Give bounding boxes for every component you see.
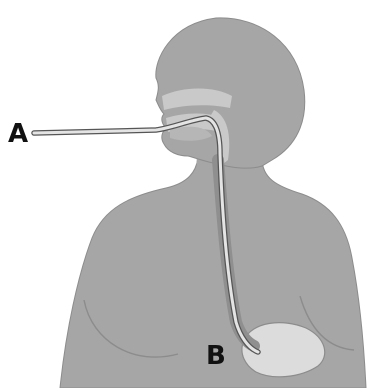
label-b: B: [206, 341, 226, 371]
label-a: A: [8, 119, 28, 149]
